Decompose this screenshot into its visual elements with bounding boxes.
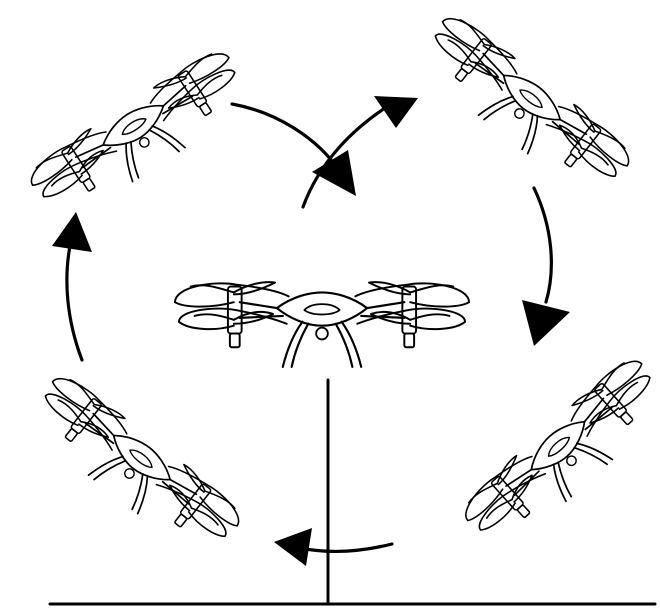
drone-top-left-tilted bbox=[24, 44, 257, 228]
drone-right-tilted bbox=[457, 352, 660, 559]
drone-left-tilted bbox=[21, 369, 247, 566]
arrow-right-side-down bbox=[522, 188, 570, 346]
drone-top-right-tilted bbox=[411, 9, 637, 206]
arrow-bottom-right-to-left bbox=[274, 528, 392, 566]
arrow-center-to-top-right bbox=[303, 96, 418, 207]
arrow-left-side-up bbox=[52, 212, 92, 360]
drone-center-level bbox=[175, 282, 469, 367]
